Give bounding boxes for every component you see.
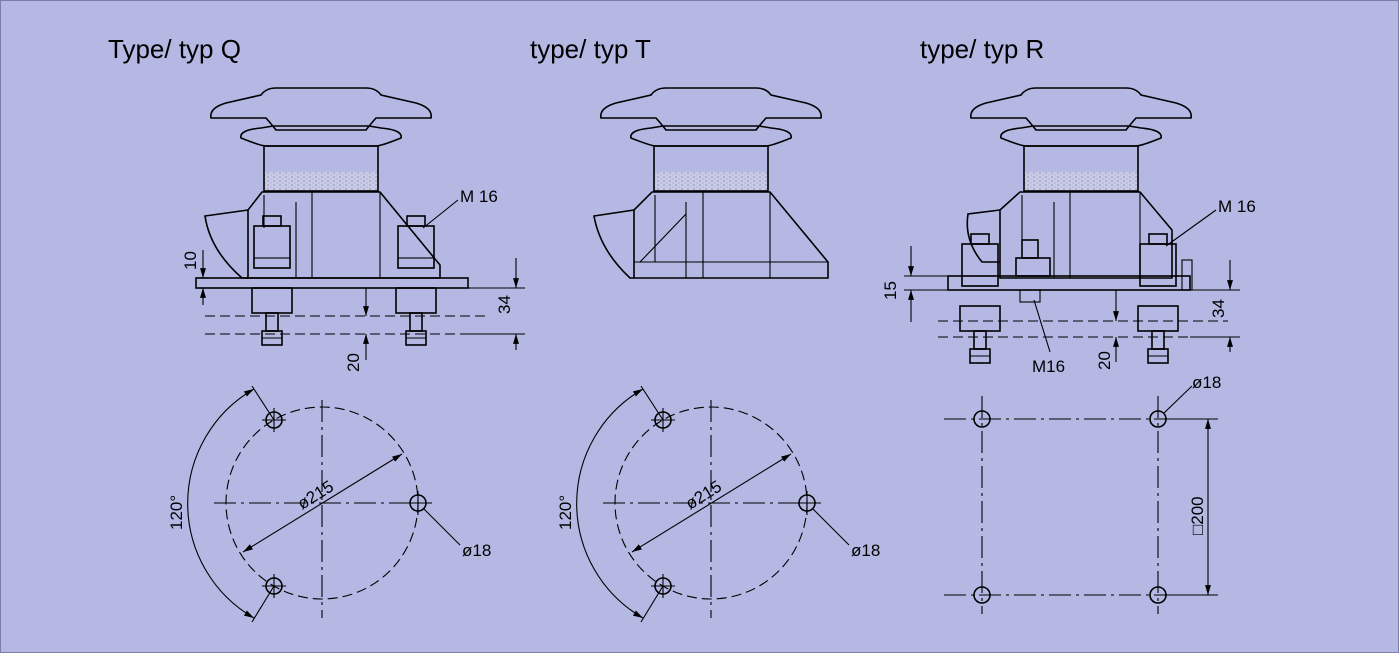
type-t-drawing: type/ typ T ø215 ø18 120°: [530, 34, 880, 623]
type-r-title: type/ typ R: [920, 34, 1044, 64]
type-q-dim-plate: 10: [181, 251, 200, 270]
type-q-dim-b: 20: [344, 353, 363, 372]
type-q-dim-a: 34: [495, 295, 514, 314]
type-t-angle: 120°: [556, 495, 575, 530]
type-r-bolt-left: [959, 233, 1001, 364]
type-r-dim-plate: 15: [881, 281, 900, 300]
type-r-dim-a: 34: [1209, 299, 1228, 318]
type-q-bolt-left: [251, 215, 293, 346]
type-r-thread2: M16: [1032, 357, 1065, 376]
type-t-hole: ø18: [851, 541, 880, 560]
type-r-dim-b: 20: [1095, 351, 1114, 370]
type-t-title: type/ typ T: [530, 34, 651, 64]
type-r-thread: M 16: [1218, 197, 1256, 216]
type-r-drawing: type/ typ R 15 34 20: [881, 34, 1256, 614]
type-q-title: Type/ typ Q: [108, 34, 241, 64]
type-r-square: □200: [1188, 496, 1207, 535]
type-r-hole: ø18: [1192, 373, 1221, 392]
type-q-thread: M 16: [460, 187, 498, 206]
type-q-angle: 120°: [167, 495, 186, 530]
type-q-hole: ø18: [462, 541, 491, 560]
type-q-drawing: Type/ typ Q 10 34 20 M 16: [108, 34, 525, 623]
